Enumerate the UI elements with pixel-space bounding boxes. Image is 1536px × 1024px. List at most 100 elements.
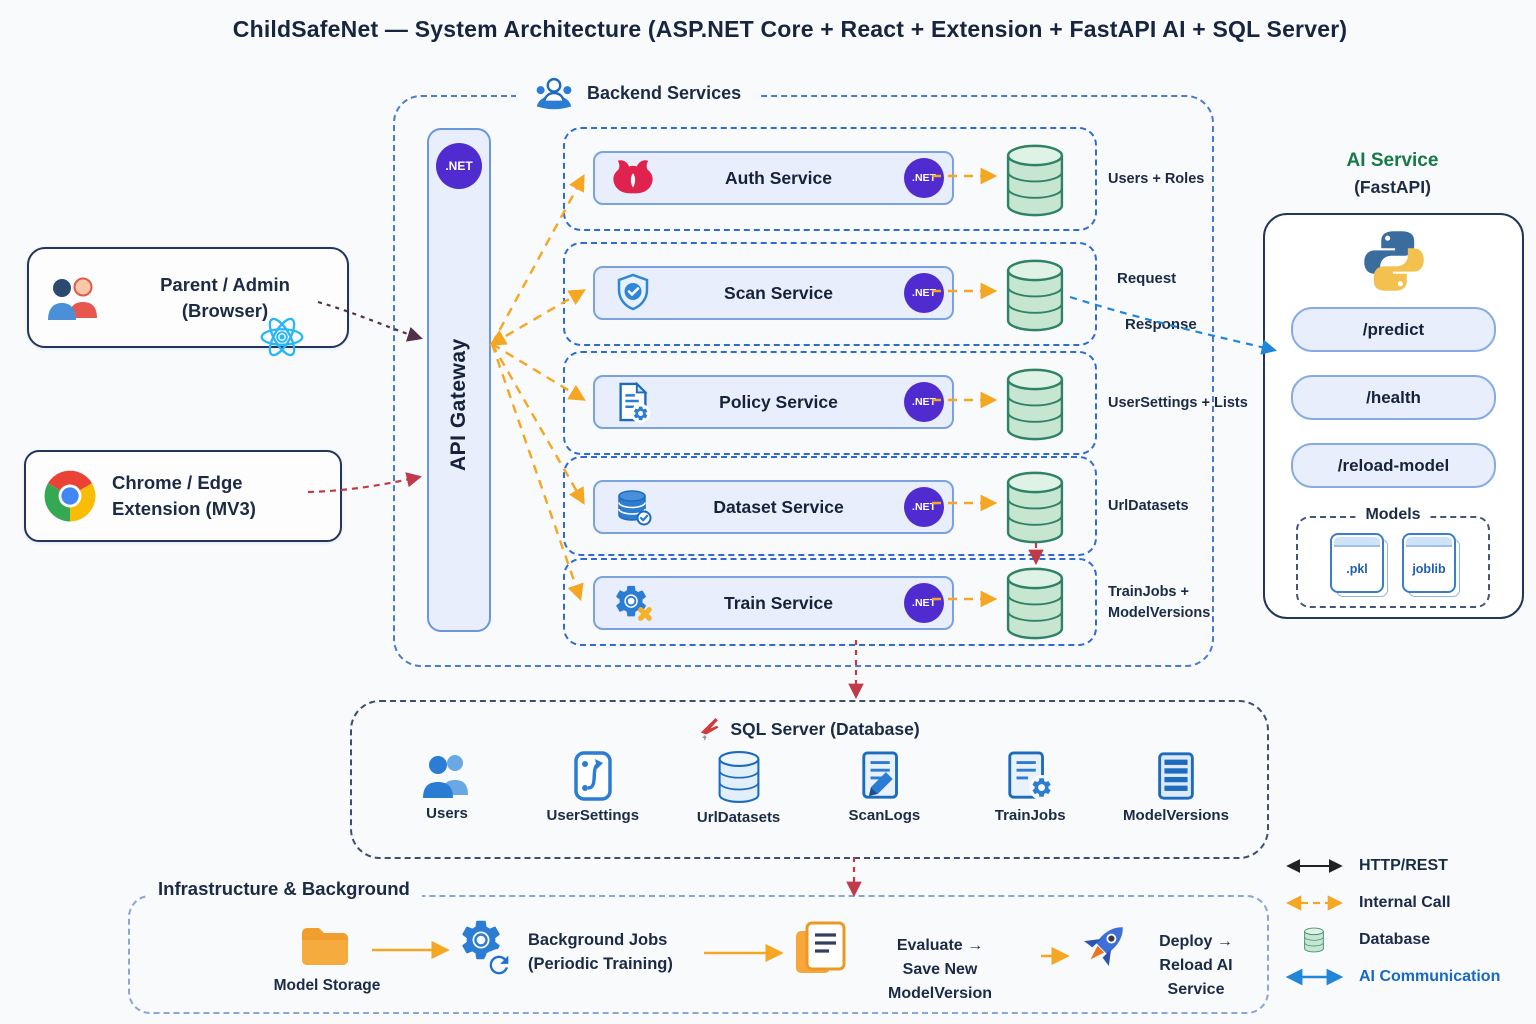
gear-refresh-icon bbox=[455, 916, 521, 989]
request-label: Request bbox=[1117, 270, 1177, 287]
table-label: ModelVersions bbox=[1123, 807, 1229, 824]
dataset-service-box: Dataset Service .NET bbox=[593, 480, 954, 534]
policy-db-label: UserSettings + Lists bbox=[1108, 395, 1248, 411]
auth-database-icon bbox=[1006, 144, 1064, 217]
table-label: TrainJobs bbox=[994, 807, 1066, 824]
users-icon bbox=[419, 750, 475, 800]
sql-table-users: Users bbox=[382, 750, 512, 826]
http-rest-arrow-icon bbox=[1286, 859, 1343, 873]
file-header bbox=[1406, 537, 1452, 547]
models-box: Models .pkl joblib bbox=[1296, 506, 1490, 608]
train-service-box: Train Service .NET bbox=[593, 576, 954, 630]
scan-service-group: Scan Service .NET Request Response bbox=[563, 242, 1197, 346]
sql-server-icon bbox=[699, 715, 721, 743]
pkl-file-label: .pkl bbox=[1346, 562, 1368, 576]
database-cylinder-icon bbox=[1303, 927, 1325, 953]
endpoint-health: /health bbox=[1291, 375, 1496, 420]
train-database-icon bbox=[1006, 567, 1064, 640]
joblib-file-icon: joblib bbox=[1402, 533, 1456, 593]
shield-check-icon bbox=[607, 272, 659, 314]
legend-ai-communication: AI Communication bbox=[1283, 963, 1500, 991]
database-cylinder-icon bbox=[713, 750, 765, 804]
dotnet-badge: .NET bbox=[904, 158, 944, 198]
legend-label: AI Communication bbox=[1359, 968, 1501, 985]
sql-table-usersettings: UserSettings bbox=[528, 750, 658, 826]
endpoint-predict: /predict bbox=[1291, 307, 1496, 352]
table-label: Users bbox=[426, 805, 468, 822]
backend-services-label: Backend Services bbox=[587, 82, 742, 103]
dataset-service-group: Dataset Service .NET UrlDatasets bbox=[563, 456, 1189, 556]
dotnet-badge: .NET bbox=[904, 487, 944, 527]
ai-service-box: /predict /health /reload-model Models .p… bbox=[1263, 213, 1524, 619]
dotnet-badge: .NET bbox=[436, 143, 482, 189]
dotnet-badge: .NET bbox=[904, 382, 944, 422]
sql-table-trainjobs: TrainJobs bbox=[965, 750, 1095, 826]
layers-icon bbox=[1151, 750, 1201, 802]
policy-service-label: Policy Service bbox=[719, 391, 838, 412]
extension-label: Chrome / Edge Extension (MV3) bbox=[112, 472, 256, 519]
legend: HTTP/REST Internal Call Database AI Comm… bbox=[1283, 852, 1500, 991]
policy-database-icon bbox=[1006, 368, 1064, 441]
model-storage-label: Model Storage bbox=[273, 977, 381, 994]
parent-admin-label: Parent / Admin (Browser) bbox=[160, 273, 290, 321]
table-label: UrlDatasets bbox=[696, 809, 781, 826]
infrastructure-title: Infrastructure & Background bbox=[146, 878, 422, 900]
train-gear-icon bbox=[607, 582, 659, 624]
evaluate-label: Evaluate → Save New ModelVersion bbox=[887, 937, 993, 1002]
settings-flow-icon bbox=[568, 750, 618, 802]
background-jobs-label: Background Jobs (Periodic Training) bbox=[528, 931, 673, 973]
endpoint-reload-model: /reload-model bbox=[1291, 443, 1496, 488]
legend-label: Database bbox=[1359, 931, 1431, 948]
legend-label: Internal Call bbox=[1359, 894, 1451, 911]
internal-call-arrow-icon bbox=[1285, 895, 1344, 911]
sql-table-urldatasets: UrlDatasets bbox=[674, 750, 804, 826]
table-label: ScanLogs bbox=[848, 807, 921, 824]
auth-service-box: Auth Service .NET bbox=[593, 151, 954, 205]
sql-table-modelversions: ModelVersions bbox=[1111, 750, 1241, 826]
sql-server-box: SQL Server (Database) Users bbox=[350, 700, 1269, 859]
ai-service-title: AI Service bbox=[1346, 150, 1439, 171]
legend-label: HTTP/REST bbox=[1359, 857, 1448, 874]
sql-server-title: SQL Server (Database) bbox=[730, 718, 920, 739]
parent-admin-users-icon bbox=[45, 274, 105, 322]
scan-service-box: Scan Service .NET bbox=[593, 266, 954, 320]
response-label: Response bbox=[1125, 316, 1197, 333]
train-service-group: Train Service .NET TrainJobs + ModelVers… bbox=[563, 558, 1210, 646]
documents-icon bbox=[792, 918, 852, 985]
train-db-label: TrainJobs + ModelVersions bbox=[1108, 584, 1211, 621]
team-icon bbox=[532, 76, 576, 110]
document-pencil-icon bbox=[857, 750, 911, 802]
backend-services-box bbox=[393, 95, 1214, 667]
sql-table-scanlogs: ScanLogs bbox=[819, 750, 949, 826]
dataset-db-label: UrlDatasets bbox=[1108, 498, 1189, 514]
dataset-database-icon bbox=[607, 487, 659, 527]
dotnet-badge: .NET bbox=[904, 583, 944, 623]
train-service-label: Train Service bbox=[724, 592, 833, 613]
page-title: ChildSafeNet — System Architecture (ASP.… bbox=[232, 16, 1348, 42]
extension-box: Chrome / Edge Extension (MV3) bbox=[24, 450, 342, 542]
folder-icon bbox=[296, 920, 354, 975]
auth-db-label: Users + Roles bbox=[1108, 171, 1205, 187]
dataset-service-label: Dataset Service bbox=[713, 496, 844, 517]
infrastructure-box bbox=[128, 895, 1269, 1014]
document-gear-icon bbox=[1003, 750, 1057, 802]
deploy-label: Deploy → Reload AI Service bbox=[1159, 933, 1233, 998]
legend-database: Database bbox=[1283, 926, 1500, 954]
table-label: UserSettings bbox=[546, 807, 640, 824]
ai-service-subtitle: (FastAPI) bbox=[1354, 177, 1431, 197]
policy-service-box: Policy Service .NET bbox=[593, 375, 954, 429]
backend-services-header: Backend Services bbox=[516, 71, 758, 115]
api-gateway-label: API Gateway bbox=[447, 338, 470, 472]
python-icon bbox=[1360, 227, 1428, 300]
models-label: Models bbox=[1355, 506, 1431, 524]
policy-service-group: Policy Service .NET UserSettings + Lists bbox=[563, 351, 1248, 455]
react-icon bbox=[250, 308, 314, 371]
auth-service-group: Auth Service .NET Users + Roles bbox=[563, 127, 1204, 231]
file-header bbox=[1334, 537, 1380, 547]
chrome-icon bbox=[42, 468, 98, 524]
joblib-file-label: joblib bbox=[1412, 562, 1446, 576]
nest-lion-icon bbox=[607, 158, 659, 198]
sql-server-header: SQL Server (Database) bbox=[352, 715, 1267, 743]
auth-service-label: Auth Service bbox=[725, 167, 832, 188]
